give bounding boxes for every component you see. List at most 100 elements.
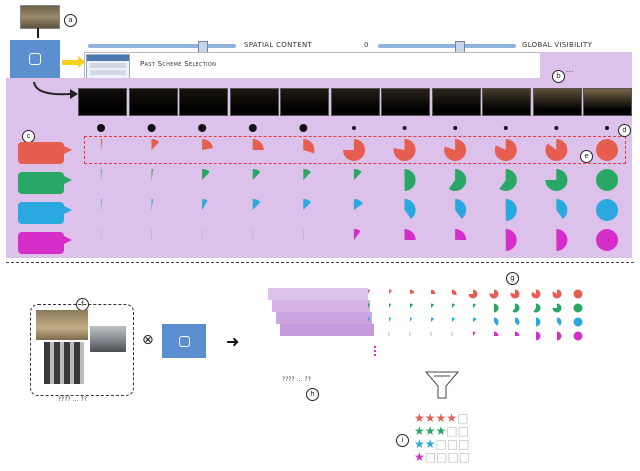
pie-mark	[353, 169, 362, 180]
video-frame[interactable]	[431, 88, 481, 116]
spatial-slider[interactable]	[88, 44, 236, 48]
global-label: Global Visibility	[522, 41, 593, 49]
mini-pie-mark	[368, 303, 371, 308]
label-h: h	[306, 388, 319, 401]
frame-marker	[97, 124, 105, 132]
label-a: a	[64, 14, 77, 27]
row-arrow-cyan	[64, 206, 72, 214]
mini-pie-mark	[389, 317, 392, 322]
pie-mark	[444, 139, 467, 161]
row-button-cyan[interactable]	[18, 202, 64, 224]
video-frame[interactable]	[330, 88, 380, 116]
frame-marker	[248, 124, 257, 132]
pie-mark	[494, 139, 517, 161]
mini-pie-mark	[473, 303, 477, 308]
video-frame[interactable]	[128, 88, 178, 116]
mini-pie-mark	[473, 331, 476, 336]
mini-pie-mark	[573, 317, 583, 327]
pie-mark	[404, 199, 416, 219]
panel-title: Past Scheme Selection	[140, 60, 217, 68]
video-frame[interactable]	[229, 88, 279, 116]
mini-pie-mark	[431, 303, 435, 308]
video-frame[interactable]	[583, 88, 632, 116]
pie-mark	[454, 199, 467, 219]
pie-mark	[545, 139, 568, 161]
pie-mark	[556, 229, 568, 251]
pie-mark	[201, 199, 208, 210]
star-empty-icon: □	[436, 450, 448, 464]
mini-pie-mark	[536, 317, 541, 327]
row-button-magenta[interactable]	[18, 232, 64, 254]
mini-pie-grid	[367, 289, 583, 356]
pie-mark	[596, 169, 618, 191]
star-filled-icon: ★	[414, 411, 425, 425]
input-images-box	[30, 304, 134, 396]
frame-marker	[147, 124, 156, 132]
video-frame[interactable]	[482, 88, 531, 116]
frame-marker	[554, 126, 559, 130]
frame-marker	[503, 126, 508, 130]
label-e: e	[580, 150, 593, 163]
funnel-icon	[424, 371, 460, 399]
pie-mark	[404, 169, 416, 191]
star-filled-icon: ★	[414, 437, 425, 451]
star-filled-icon: ★	[414, 450, 425, 464]
frame-marker	[402, 126, 407, 130]
yellow-arrow	[62, 60, 80, 65]
video-frame[interactable]	[381, 88, 430, 116]
mini-pie-mark	[536, 331, 541, 341]
video-frame[interactable]	[532, 88, 582, 116]
pie-mark	[252, 139, 264, 150]
pie-grid	[64, 124, 618, 251]
curved-arrow	[33, 81, 78, 99]
star-empty-icon: □	[435, 437, 447, 451]
mini-pie-mark	[410, 289, 415, 294]
pie-mark	[343, 139, 365, 161]
selection-highlight	[84, 136, 626, 164]
video-frame[interactable]	[179, 88, 228, 116]
mini-pie-mark	[494, 331, 499, 336]
layer-1	[268, 288, 368, 300]
global-slider[interactable]	[378, 44, 516, 48]
ellipsis: ...	[566, 66, 574, 74]
trail-dot	[374, 350, 376, 352]
zero-label: 0	[364, 41, 369, 49]
frame-marker	[605, 126, 609, 130]
video-frame[interactable]	[280, 88, 329, 116]
row-button-green[interactable]	[18, 172, 64, 194]
pie-mark	[201, 139, 214, 150]
label-b: b	[552, 70, 565, 83]
mini-pie-mark	[431, 289, 436, 294]
trail-dot	[374, 354, 376, 356]
spatial-label: Spatial Content	[244, 41, 313, 49]
mini-pie-mark	[489, 289, 499, 299]
pie-mark	[302, 199, 311, 210]
mini-pie-mark	[431, 317, 435, 322]
model-box-bottom	[162, 324, 206, 358]
mini-pie-mark	[573, 331, 583, 341]
pie-mark	[151, 199, 153, 210]
mini-pie-mark	[552, 289, 562, 299]
frames-container	[78, 88, 634, 116]
row-button-red[interactable]	[18, 142, 64, 164]
scheme-menu[interactable]	[86, 54, 130, 80]
mini-pie-mark	[452, 317, 456, 322]
pie-mark	[454, 229, 467, 240]
star-filled-icon: ★	[424, 411, 436, 425]
star-ratings: ★★★★□★★★□□★★□□□★□□□□	[414, 412, 504, 470]
row-arrow-green	[64, 176, 72, 184]
pie-mark	[201, 169, 210, 180]
mini-pie-mark	[515, 331, 520, 336]
pie-mark	[596, 139, 618, 161]
image-car	[90, 326, 126, 352]
mini-pie-mark	[368, 289, 371, 294]
pie-mark	[151, 139, 160, 150]
frame-marker	[299, 124, 308, 132]
pie-mark	[353, 199, 363, 210]
mini-pie-mark	[573, 289, 583, 299]
pie-mark	[302, 169, 311, 180]
model-box	[10, 40, 60, 78]
pie-mark	[499, 169, 517, 191]
video-frame[interactable]	[78, 88, 127, 116]
pie-mark	[100, 199, 102, 210]
